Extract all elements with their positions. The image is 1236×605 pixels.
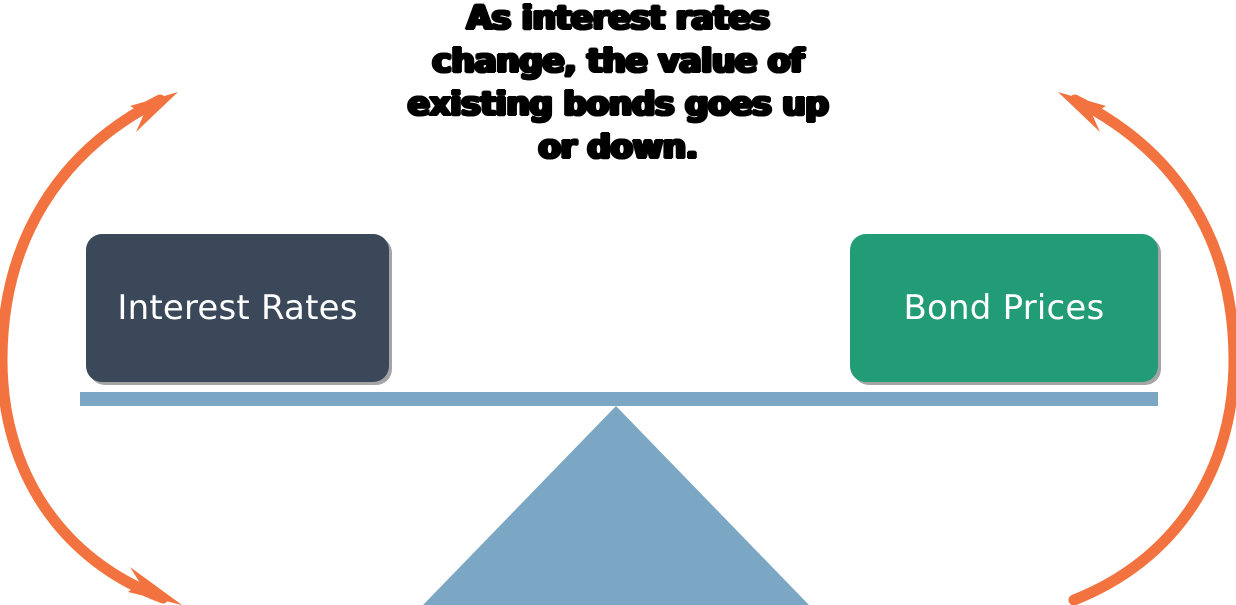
right-arc-top-arrowhead [1058, 92, 1106, 132]
diagram-title: As interest rates change, the value of e… [407, 0, 830, 167]
right-arc-path [1068, 94, 1236, 605]
left-arc-path [0, 94, 169, 604]
fulcrum-triangle [423, 406, 809, 605]
left-arc-top-arrowhead [130, 92, 178, 132]
left-arc-bottom-arrowhead [128, 567, 182, 605]
pan-interest-rates: Interest Rates [86, 234, 389, 382]
pan-bond-prices: Bond Prices [850, 234, 1158, 382]
pan-interest-rates-label: Interest Rates [117, 288, 358, 328]
pan-bond-prices-label: Bond Prices [903, 288, 1105, 328]
balance-beam [80, 392, 1158, 406]
